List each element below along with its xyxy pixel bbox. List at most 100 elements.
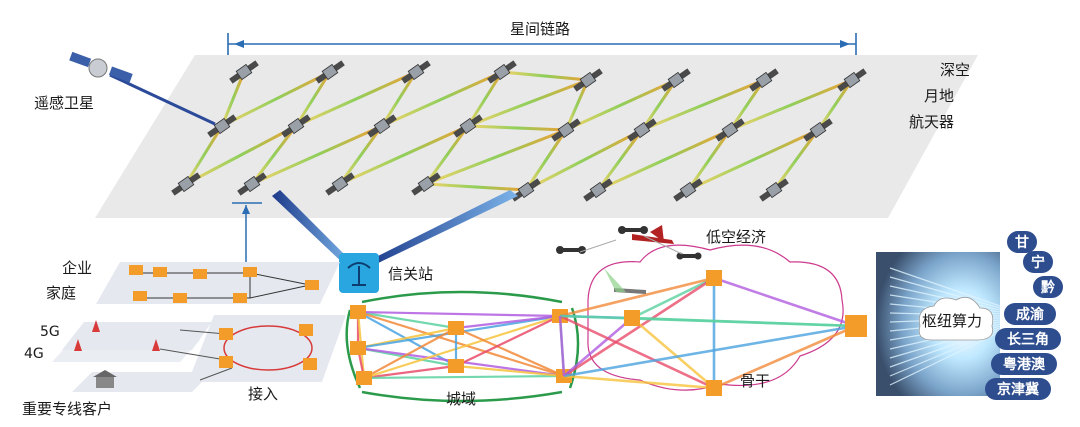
remote-sensing-satellite-icon — [69, 51, 216, 126]
satellite-icon — [229, 60, 259, 84]
router-icon — [845, 315, 867, 337]
label-backbone: 骨干 — [740, 372, 770, 390]
inter-satellite-link — [467, 78, 589, 128]
mobile-panel-lower — [52, 340, 200, 362]
label-access: 接入 — [248, 385, 278, 403]
inter-satellite-link — [728, 79, 766, 131]
inter-satellite-link — [251, 124, 383, 186]
metro-arc — [361, 290, 563, 304]
region-badge: 黔 — [1033, 276, 1063, 298]
satellite-icon — [673, 178, 703, 202]
tower-icon — [74, 320, 160, 351]
satellite-icon — [411, 172, 441, 196]
backbone-mesh — [558, 270, 867, 396]
inter-satellite-link — [425, 128, 567, 186]
router-icon — [350, 305, 366, 319]
airplane-icon — [632, 225, 674, 244]
satellite-icon — [325, 172, 355, 196]
hub-ray — [889, 331, 1001, 386]
label-deep-space: 深空 — [940, 61, 970, 79]
downlink-beam-left — [272, 190, 352, 266]
inter-satellite-link — [641, 78, 765, 132]
router-icon — [448, 321, 464, 335]
inter-satellite-link — [686, 129, 732, 191]
inter-satellite-link — [816, 79, 854, 131]
router-icon — [350, 341, 366, 355]
region-label: 黔 — [1041, 279, 1055, 296]
satellite-icon — [583, 178, 613, 202]
label-spacecraft: 航天器 — [909, 113, 954, 131]
satellite-icon — [661, 68, 691, 92]
router-icon — [706, 270, 722, 286]
backbone-link — [563, 276, 715, 378]
bank-icon — [93, 370, 117, 388]
satellite-icon — [367, 114, 397, 138]
downlink-beam-right — [366, 190, 518, 266]
satellite-icon — [551, 118, 581, 142]
satellite-icon — [207, 114, 237, 138]
inter-satellite-link — [220, 71, 246, 127]
router-icon — [448, 359, 464, 373]
region-badge: 甘 — [1007, 231, 1037, 253]
backbone-link — [559, 276, 715, 318]
inter-satellite-link — [467, 124, 567, 132]
inter-satellite-link-arrow — [227, 33, 857, 55]
inter-satellite-link — [221, 70, 331, 128]
inter-satellite-link — [501, 70, 589, 82]
region-label: 宁 — [1031, 254, 1045, 271]
inter-satellite-link — [640, 79, 678, 131]
metro-link — [455, 364, 565, 378]
label-enterprise: 企业 — [62, 259, 92, 277]
metro-mesh — [219, 290, 580, 403]
region-label: 甘 — [1015, 234, 1029, 251]
satellite-icon — [627, 118, 657, 142]
inter-satellite-link — [295, 70, 417, 128]
title-inter-satellite-link: 星间链路 — [510, 20, 570, 38]
backbone-link — [631, 276, 715, 320]
backbone-link — [558, 315, 566, 377]
satellite-icon — [803, 118, 833, 142]
metro-link — [357, 310, 457, 330]
satellite-icon — [715, 118, 745, 142]
metro-link — [363, 327, 457, 379]
backbone-link — [559, 314, 715, 390]
inter-satellite-link — [597, 128, 731, 192]
label-hub-compute: 枢纽算力 — [922, 312, 982, 330]
router-icon — [305, 280, 319, 290]
region-label: 粤港澳 — [1003, 356, 1046, 373]
drone-icon — [556, 246, 586, 254]
enterprise-nodes — [129, 265, 319, 303]
metro-link — [455, 314, 561, 330]
router-icon — [243, 267, 257, 277]
dish-icon — [347, 262, 371, 286]
satellite-icon — [237, 172, 267, 196]
label-remote-sensing: 遥感卫星 — [34, 94, 94, 112]
region-badge: 京津冀 — [985, 378, 1051, 400]
router-icon — [624, 310, 640, 326]
region-badge: 成渝 — [1004, 303, 1056, 325]
inter-satellite-link — [729, 78, 853, 132]
uplink-arrow — [232, 202, 262, 265]
satellite-icon — [315, 60, 345, 84]
satellite-icon — [837, 68, 867, 92]
backbone-link — [713, 324, 857, 390]
drone-icon — [618, 226, 648, 234]
router-icon — [299, 324, 313, 336]
hub-cloud — [918, 296, 994, 341]
backbone-link — [563, 374, 715, 390]
satellite-icon — [487, 60, 517, 84]
inter-satellite-link — [687, 128, 819, 192]
satellite-icon — [511, 178, 541, 202]
air-beam — [604, 268, 626, 292]
metro-link — [363, 364, 457, 380]
router-icon — [219, 356, 233, 368]
backbone-cloud — [587, 244, 844, 391]
router-icon — [133, 291, 147, 301]
region-badge: 宁 — [1023, 251, 1053, 273]
access-ring — [223, 325, 313, 371]
inter-satellite-link — [525, 128, 643, 192]
backbone-link — [559, 314, 857, 328]
satellite-icon — [401, 60, 431, 84]
region-badge: 长三角 — [995, 328, 1061, 350]
